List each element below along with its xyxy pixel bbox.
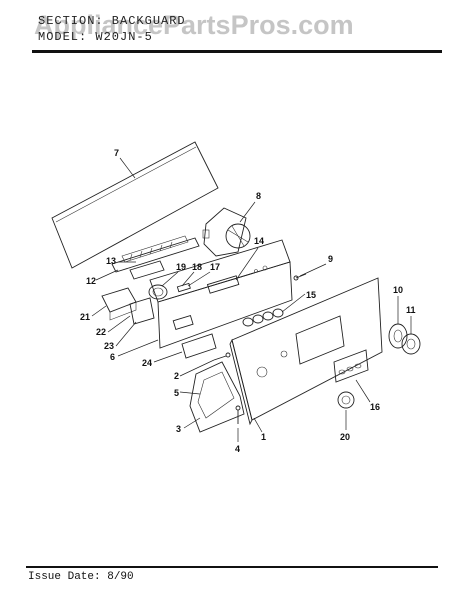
label-12: 12 <box>86 276 96 286</box>
header-rule <box>32 50 442 53</box>
label-13: 13 <box>106 256 116 266</box>
label-5: 5 <box>174 388 179 398</box>
label-3: 3 <box>176 424 181 434</box>
label-17: 17 <box>210 262 220 272</box>
label-8: 8 <box>256 191 261 201</box>
label-16: 16 <box>370 402 380 412</box>
label-7: 7 <box>114 148 119 158</box>
label-15: 15 <box>306 290 316 300</box>
part-12-bracket <box>111 235 200 280</box>
label-23: 23 <box>104 341 114 351</box>
label-14: 14 <box>254 236 264 246</box>
part-15-buttons <box>242 308 284 327</box>
label-19: 19 <box>176 262 186 272</box>
part-1-backguard-panel <box>229 277 383 426</box>
label-20: 20 <box>340 432 350 442</box>
issue-date: Issue Date: 8/90 <box>28 571 134 583</box>
label-22: 22 <box>96 327 106 337</box>
label-2: 2 <box>174 371 179 381</box>
section-title: SECTION: BACKGUARD <box>38 14 186 28</box>
part-20-knob <box>337 391 355 409</box>
label-18: 18 <box>192 262 202 272</box>
part-7-rear-panel <box>51 141 219 269</box>
label-24: 24 <box>142 358 152 368</box>
label-10: 10 <box>393 285 403 295</box>
label-4: 4 <box>235 444 240 454</box>
part-8-timer <box>202 207 251 257</box>
watermark: AppliancePartsPros.com <box>34 10 354 40</box>
label-21: 21 <box>80 312 90 322</box>
part-19-switch <box>148 282 191 300</box>
part-labels: 7 8 9 10 11 12 13 14 15 17 18 19 21 22 2… <box>80 148 416 454</box>
part-9-screw <box>293 273 307 281</box>
part-4-screw <box>235 405 241 424</box>
part-2-clip <box>213 352 231 361</box>
label-11: 11 <box>406 305 416 315</box>
part-24-lens <box>181 333 217 359</box>
part-3-end-cap <box>189 361 245 433</box>
label-9: 9 <box>328 254 333 264</box>
part-23-switch <box>129 297 155 325</box>
leader-lines <box>91 157 412 442</box>
footer-rule <box>26 566 438 568</box>
model-title: MODEL: W20JN-5 <box>38 30 153 44</box>
label-6: 6 <box>110 352 115 362</box>
control-bracket <box>149 239 293 349</box>
part-10-knob-skirt <box>388 323 408 349</box>
label-1: 1 <box>261 432 266 442</box>
